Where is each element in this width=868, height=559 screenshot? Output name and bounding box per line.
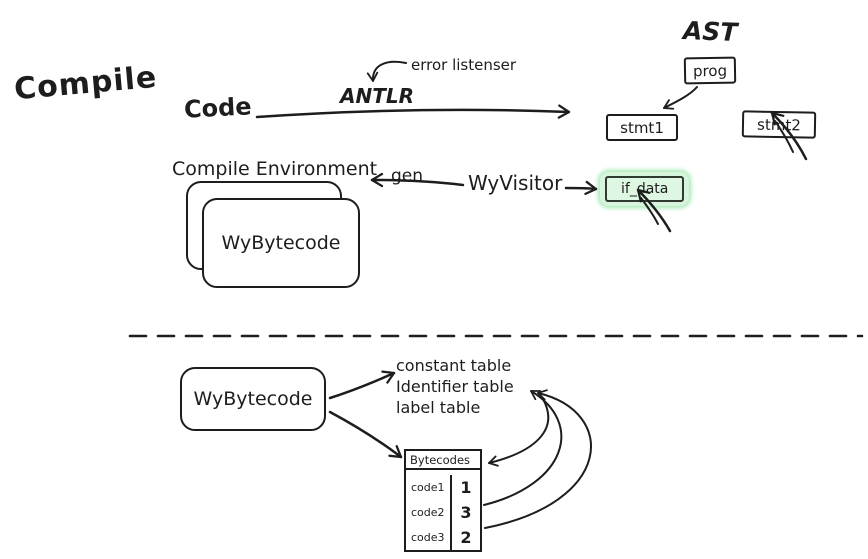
arrow-error-listener bbox=[366, 60, 407, 82]
bytecode-index: 3 bbox=[450, 500, 480, 525]
bytecode-row: code1 1 bbox=[406, 475, 480, 500]
antlr-label: ANTLR bbox=[340, 84, 415, 108]
stmt2-node: stmt2 bbox=[741, 110, 817, 139]
constant-table-label: constant table bbox=[396, 356, 512, 375]
bytecode-index: 1 bbox=[450, 475, 480, 500]
bytecode-row: code2 3 bbox=[406, 500, 480, 525]
stmt2-label: stmt2 bbox=[756, 115, 802, 134]
wybytecode-label: WyBytecode bbox=[221, 232, 341, 254]
arrow-code-to-ast bbox=[255, 104, 571, 119]
bytecode-row: code3 2 bbox=[406, 525, 480, 550]
gen-label: gen bbox=[388, 166, 427, 186]
symbol-tables-block: constant table Identifier table label ta… bbox=[396, 355, 514, 418]
ast-label: AST bbox=[682, 16, 738, 47]
bytecode-name: code2 bbox=[411, 506, 445, 519]
stmt1-node: stmt1 bbox=[606, 114, 678, 141]
bytecode-name: code1 bbox=[411, 481, 445, 494]
label-table-label: label table bbox=[396, 398, 481, 417]
wyvisitor-label: WyVisitor bbox=[468, 171, 563, 195]
identifier-table-label: Identifier table bbox=[396, 377, 514, 396]
bytecode-name: code3 bbox=[411, 531, 445, 544]
bytecodes-table: Bytecodes code1 1 code2 3 code3 2 bbox=[404, 449, 482, 552]
stmt1-label: stmt1 bbox=[620, 118, 664, 137]
compile-title: Compile bbox=[12, 59, 159, 108]
prog-label: prog bbox=[692, 61, 728, 80]
arrow-prog-to-stmt1 bbox=[663, 86, 698, 110]
bytecode-index: 2 bbox=[450, 525, 480, 550]
bytecodes-table-body: code1 1 code2 3 code3 2 bbox=[406, 470, 480, 550]
code-label: Code bbox=[183, 92, 253, 124]
wybytecode-card-bottom: WyBytecode bbox=[180, 367, 326, 431]
ifdata-label: if_data bbox=[621, 181, 669, 197]
arrow-wybytecode-to-tables bbox=[328, 370, 396, 400]
prog-node: prog bbox=[683, 56, 737, 85]
arrow-wybytecode-to-bytecodes bbox=[328, 410, 403, 459]
error-listener-label: error listenser bbox=[411, 56, 517, 74]
compile-environment-label: Compile Environment bbox=[172, 158, 378, 180]
ifdata-node: if_data bbox=[605, 176, 685, 202]
wybytecode-card: WyBytecode bbox=[202, 198, 360, 288]
wybytecode-bottom-label: WyBytecode bbox=[193, 388, 313, 410]
ifdata-highlight: if_data bbox=[600, 172, 690, 206]
bytecodes-table-header: Bytecodes bbox=[406, 451, 480, 470]
arrow-wyvisitor-to-ifdata bbox=[564, 180, 598, 195]
